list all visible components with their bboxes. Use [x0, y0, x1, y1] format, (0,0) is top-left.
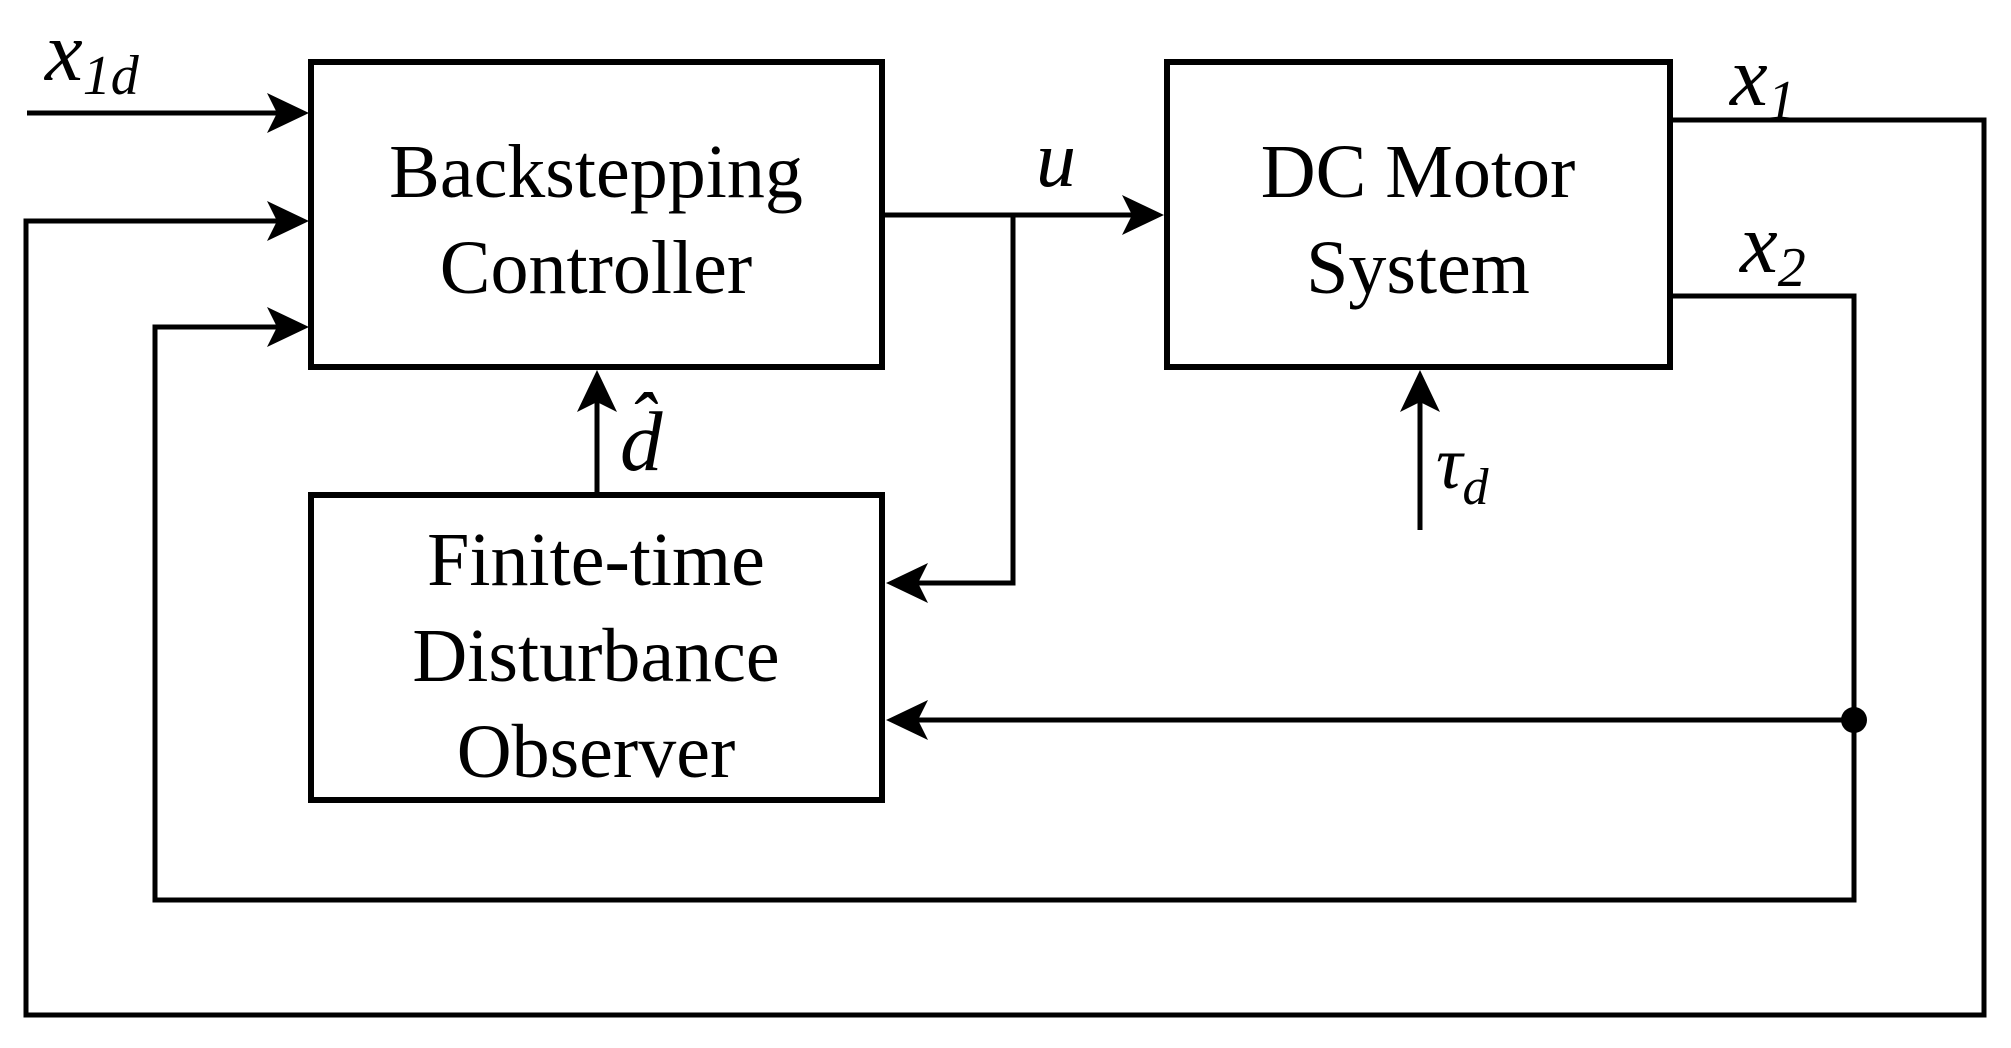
x2-label-main: x [1738, 197, 1778, 291]
motor-label-line2: System [1306, 226, 1530, 310]
x2-feedback-arrowhead-icon [267, 307, 309, 347]
taud-label-main: τ [1436, 423, 1465, 505]
dc-motor-system-block [1164, 59, 1673, 370]
junction-dot [1841, 707, 1867, 733]
dhat-arrowhead-icon [577, 370, 617, 412]
x1-feedback-arrowhead-icon [267, 201, 309, 241]
x1-label-sub: 1 [1768, 70, 1796, 132]
x1d-label-main: x [43, 5, 83, 99]
u-observer-arrowhead-icon [886, 563, 928, 603]
backstepping-controller-block [308, 59, 885, 370]
x1-label: x1 [1728, 30, 1796, 132]
taud-arrowhead-icon [1400, 370, 1440, 412]
dhat-label-d: d [620, 395, 663, 489]
u-label: u [1036, 116, 1076, 204]
finite-time-disturbance-observer-block [308, 492, 885, 803]
x1d-label-sub: 1d [83, 45, 140, 107]
x2-feedback-loop-line [152, 293, 1857, 903]
x1d-label: x1d [43, 5, 140, 107]
u-to-observer-line [893, 215, 1016, 586]
taud-label-sub: d [1463, 459, 1490, 516]
observer-label-line3: Observer [457, 710, 736, 794]
dhat-label-hat: ˆ [628, 378, 658, 466]
u-arrowhead-icon [1122, 195, 1164, 235]
x2-label: x2 [1738, 197, 1806, 299]
motor-label-line1: DC Motor [1261, 130, 1576, 214]
x1d-arrowhead-icon [267, 93, 309, 133]
x2-label-sub: 2 [1778, 237, 1806, 299]
observer-label-line2: Disturbance [412, 614, 779, 698]
controller-label-line1: Backstepping [389, 130, 803, 214]
observer-label-line1: Finite-time [427, 518, 765, 602]
x1-label-main: x [1728, 30, 1768, 124]
x2-observer-arrowhead-icon [886, 700, 928, 740]
x1-feedback-loop-line [23, 117, 1987, 1018]
taud-label: τd [1436, 423, 1490, 516]
controller-label-line2: Controller [440, 226, 752, 310]
